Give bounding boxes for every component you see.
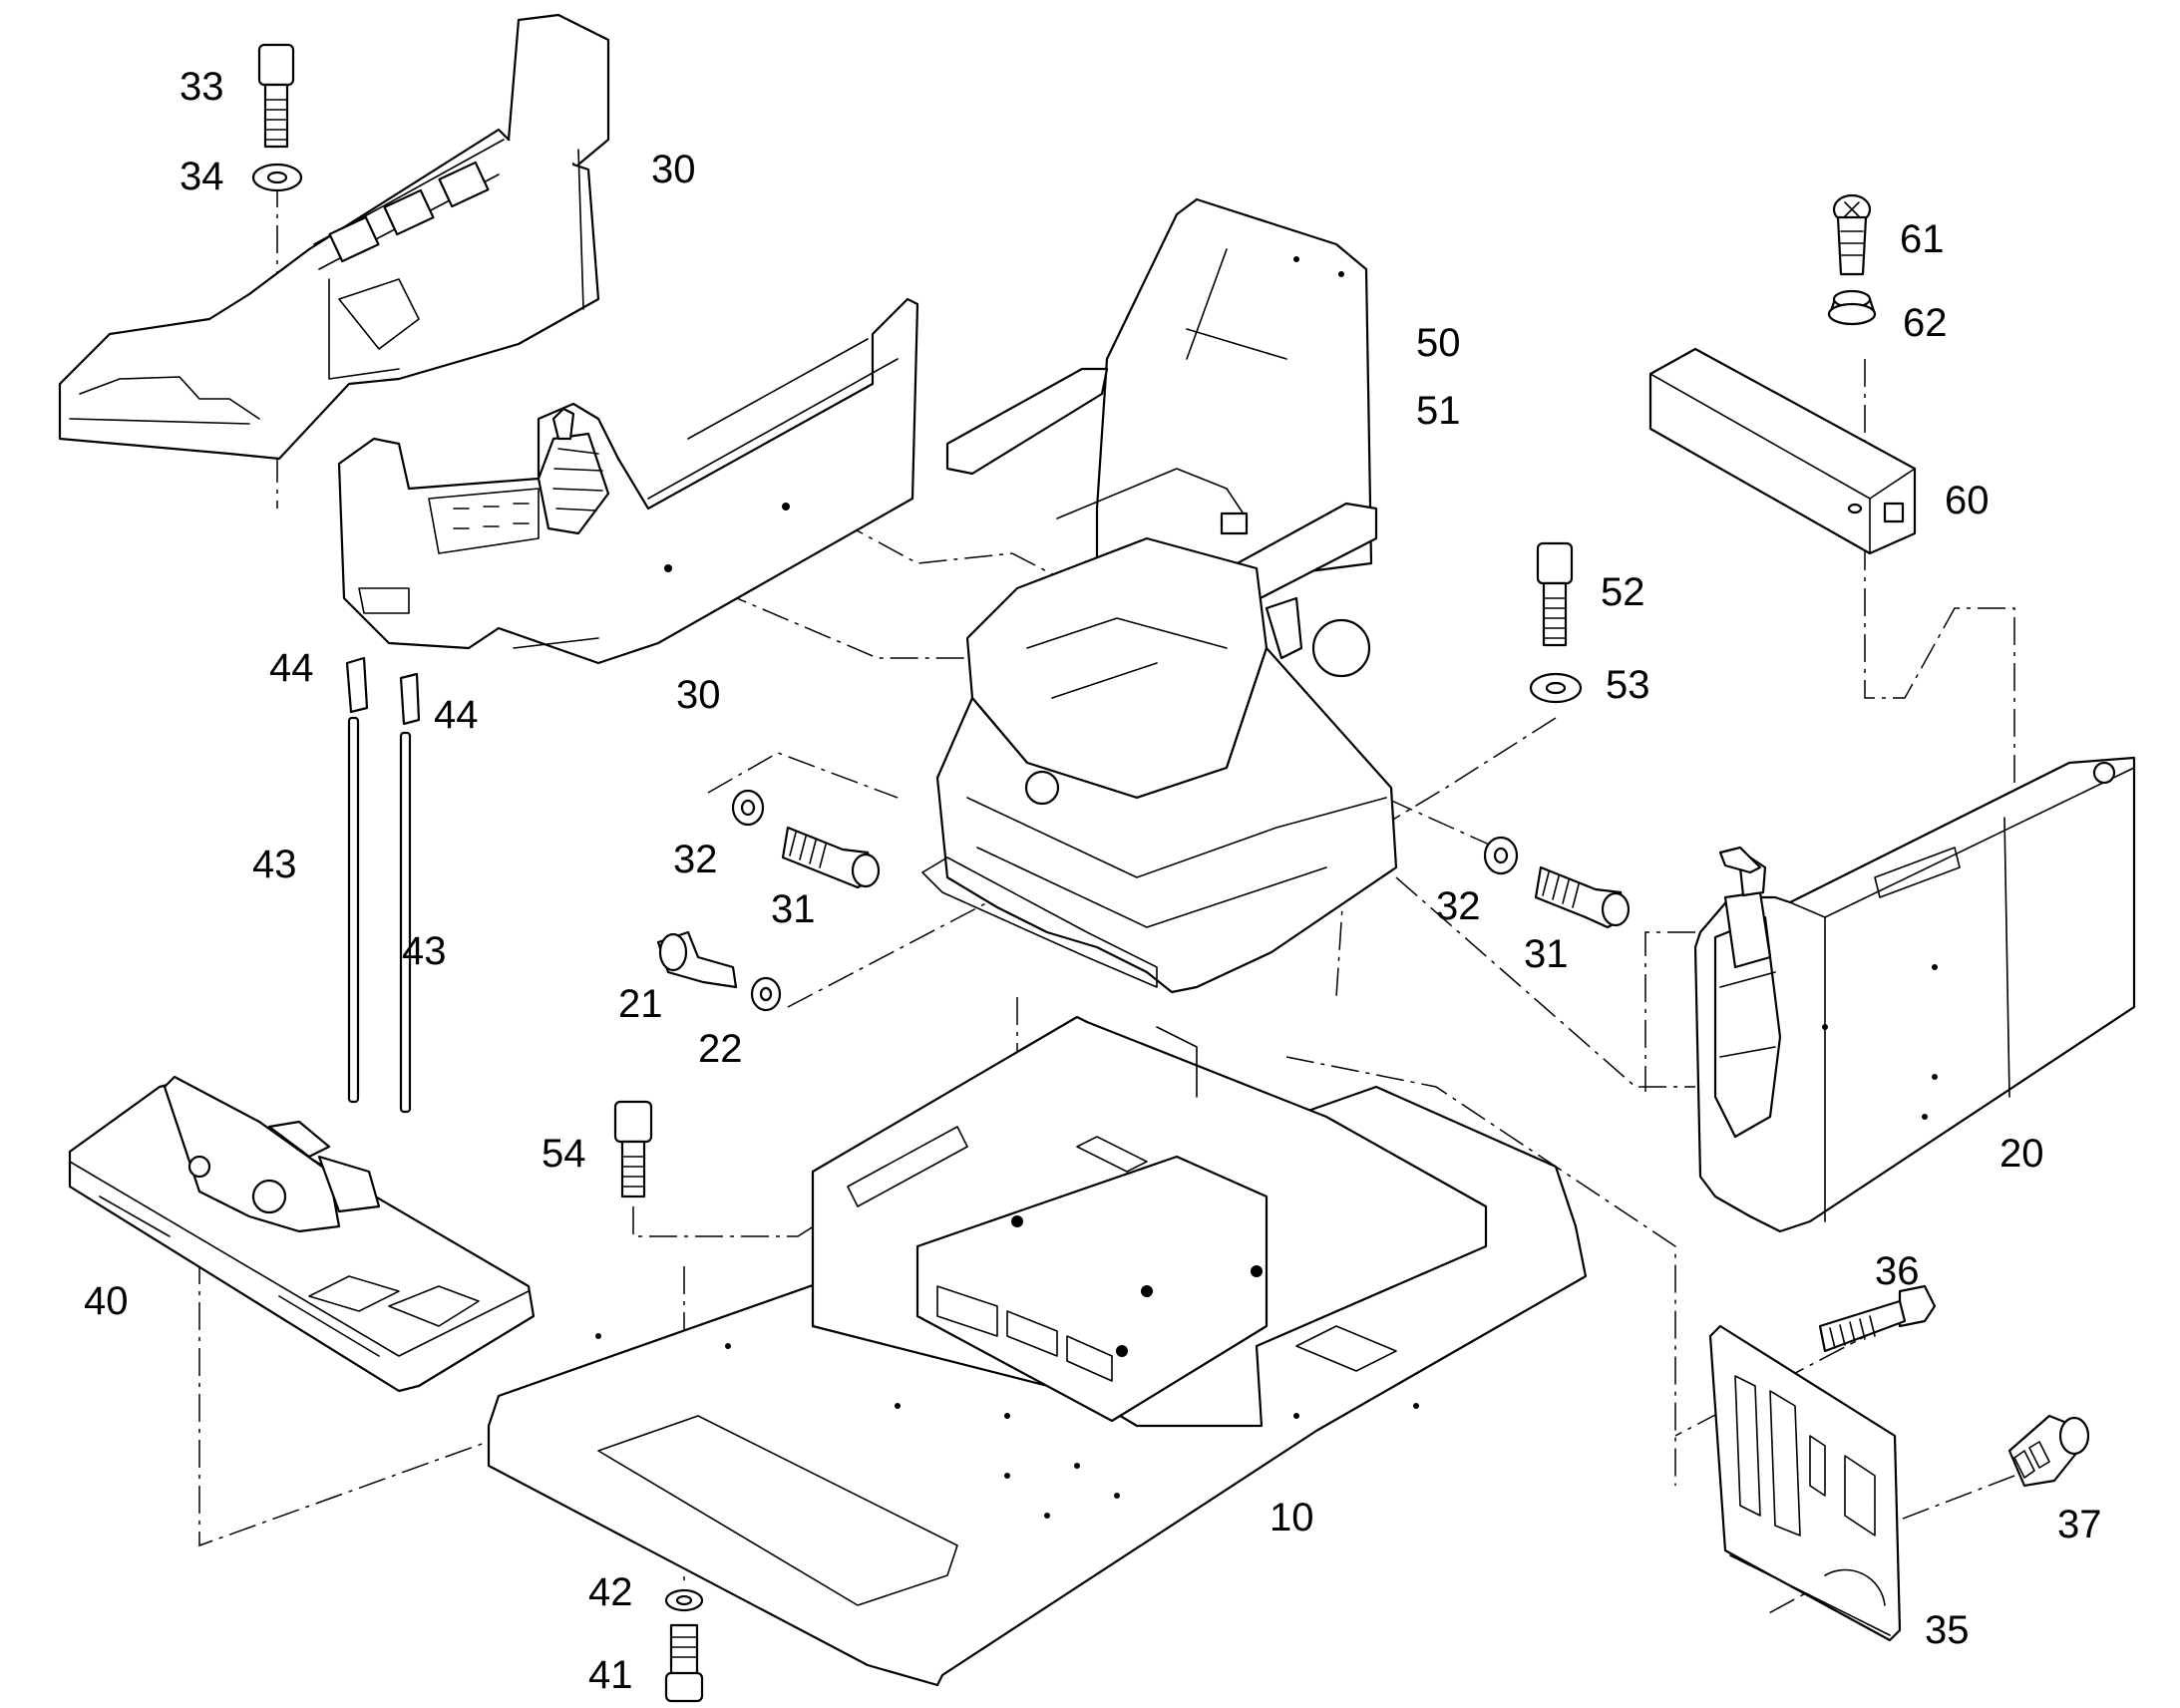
part-43-rod-left	[347, 716, 360, 1104]
callout-32-right: 32	[1436, 884, 1481, 928]
part-53-washer	[1529, 672, 1583, 704]
callout-10: 10	[1270, 1496, 1314, 1539]
part-21-bolt	[656, 930, 738, 989]
callout-labels: 10 20 21 22 30 30 31 31 32 32 33 34 35 3…	[84, 65, 2102, 1697]
callout-53: 53	[1606, 663, 1650, 707]
callout-34: 34	[180, 155, 224, 198]
callout-20: 20	[1999, 1132, 2044, 1176]
part-62-cup-washer	[1827, 289, 1877, 326]
part-31-bolt-right	[1534, 865, 1631, 929]
leader-54-to-floor	[632, 1166, 908, 1237]
callout-32-left: 32	[673, 838, 718, 881]
callout-31-right: 31	[1524, 932, 1569, 976]
part-41-bolt	[664, 1623, 704, 1703]
part-61-screw	[1832, 193, 1872, 276]
callout-22: 22	[698, 1027, 743, 1071]
part-30-left-hand-console	[337, 297, 919, 665]
leader-31-right-to-20	[1395, 876, 1695, 1088]
part-54-bolt	[613, 1100, 653, 1198]
callout-43-right: 43	[402, 929, 447, 973]
part-33-bolt	[257, 43, 295, 149]
part-36-flange-bolt	[1818, 1284, 1937, 1353]
leader-32-left	[707, 752, 899, 799]
callout-44-left: 44	[269, 646, 314, 690]
part-20-left-side-console	[1693, 756, 2136, 1233]
part-44-knob-left	[345, 656, 369, 714]
part-22-washer	[750, 976, 782, 1012]
callout-42: 42	[588, 1570, 633, 1614]
callout-54: 54	[542, 1132, 586, 1176]
callout-44-right: 44	[434, 693, 479, 737]
callout-30-upper: 30	[651, 148, 696, 191]
part-60-bracket-block	[1648, 347, 1917, 555]
callout-33: 33	[180, 65, 224, 109]
part-42-washer	[664, 1588, 704, 1612]
part-32-washer-left	[731, 789, 765, 827]
callout-35: 35	[1925, 1608, 1970, 1652]
part-30-right-hand-console	[58, 13, 610, 461]
part-31-bolt-left	[781, 826, 881, 889]
callout-61: 61	[1900, 217, 1945, 261]
callout-51: 51	[1416, 389, 1461, 433]
callout-52: 52	[1601, 570, 1645, 614]
part-40-pedal-bracket	[68, 1075, 536, 1393]
part-43-rod-right	[399, 731, 412, 1114]
callout-41: 41	[588, 1653, 633, 1697]
callout-31-left: 31	[771, 887, 816, 931]
part-50-operator-seat	[921, 197, 1398, 994]
part-34-washer	[251, 163, 303, 192]
callout-60: 60	[1945, 479, 1990, 522]
part-52-bolt	[1536, 541, 1574, 647]
leader-37-to-35	[1884, 1475, 2015, 1527]
part-37-plug-connector	[2007, 1414, 2090, 1488]
callout-30-lower: 30	[676, 673, 721, 717]
part-44-knob-right	[399, 672, 421, 726]
part-35-side-panel	[1708, 1324, 1902, 1642]
callout-50: 50	[1416, 321, 1461, 365]
leader-60-to-20	[1864, 359, 2015, 1027]
callout-43-left: 43	[252, 843, 297, 886]
part-32-washer-right	[1483, 836, 1519, 875]
callout-21: 21	[618, 982, 663, 1026]
callout-36: 36	[1875, 1249, 1920, 1293]
callout-40: 40	[84, 1279, 129, 1323]
callout-62: 62	[1903, 301, 1948, 345]
callout-37: 37	[2057, 1503, 2102, 1546]
leader-20-to-floor	[1644, 931, 1695, 1092]
part-10-floor-plate	[487, 1015, 1588, 1687]
leader-53-to-seat	[1335, 717, 1557, 998]
